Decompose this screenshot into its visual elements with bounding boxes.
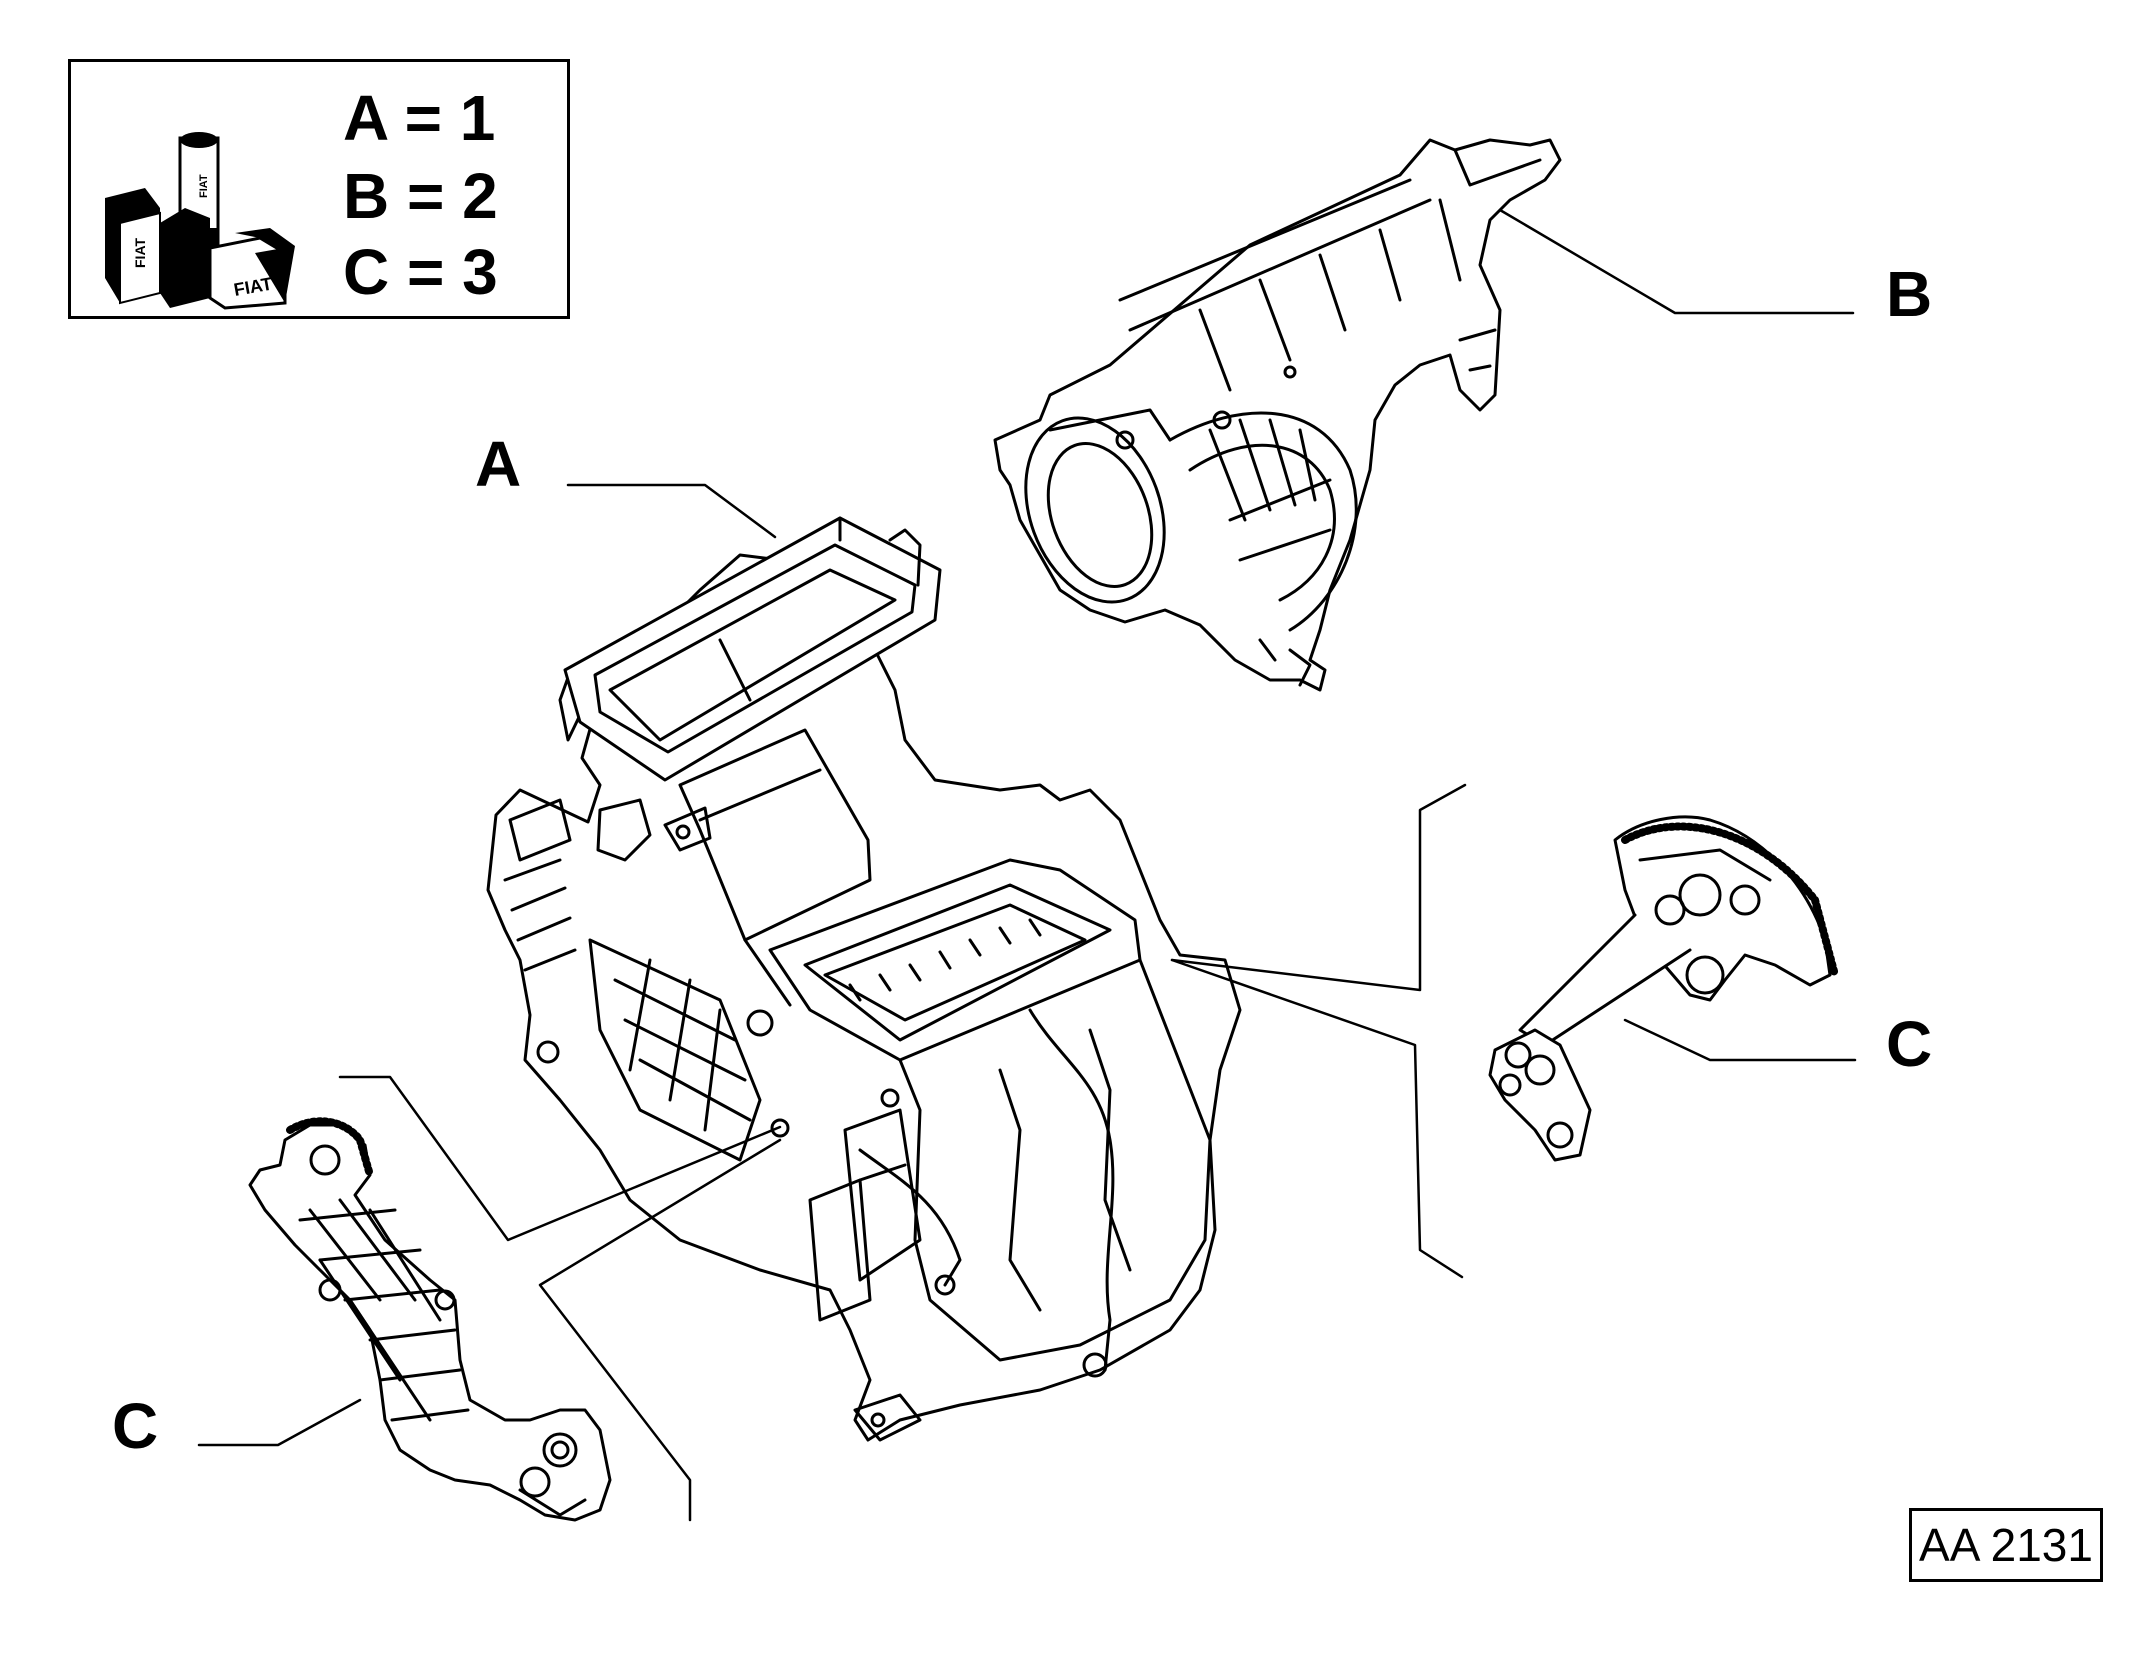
control-lever-part-c-right: [1488, 815, 1839, 1162]
fiat-parts-boxes-icon: FIAT FIAT FIAT: [105, 132, 295, 310]
blower-housing-part-b: [993, 138, 1562, 692]
heater-housing-part-a: [486, 516, 1242, 1442]
svg-text:FIAT: FIAT: [198, 174, 210, 198]
callout-c-right: C: [1886, 1008, 1933, 1080]
legend-row-b: B = 2: [343, 160, 498, 232]
leader-lines: [197, 208, 1857, 1522]
callout-b: B: [1886, 258, 1933, 330]
callout-c-left: C: [112, 1390, 159, 1462]
legend-row-a: A = 1: [343, 82, 496, 154]
quantity-legend: FIAT FIAT FIAT A = 1 B = 2 C = 3: [68, 59, 570, 319]
legend-row-c: C = 3: [343, 236, 498, 308]
drawing-reference-code: AA 2131: [1909, 1508, 2103, 1582]
callout-a: A: [475, 428, 522, 500]
svg-text:FIAT: FIAT: [132, 237, 148, 268]
control-lever-part-c-left: [248, 1117, 612, 1522]
